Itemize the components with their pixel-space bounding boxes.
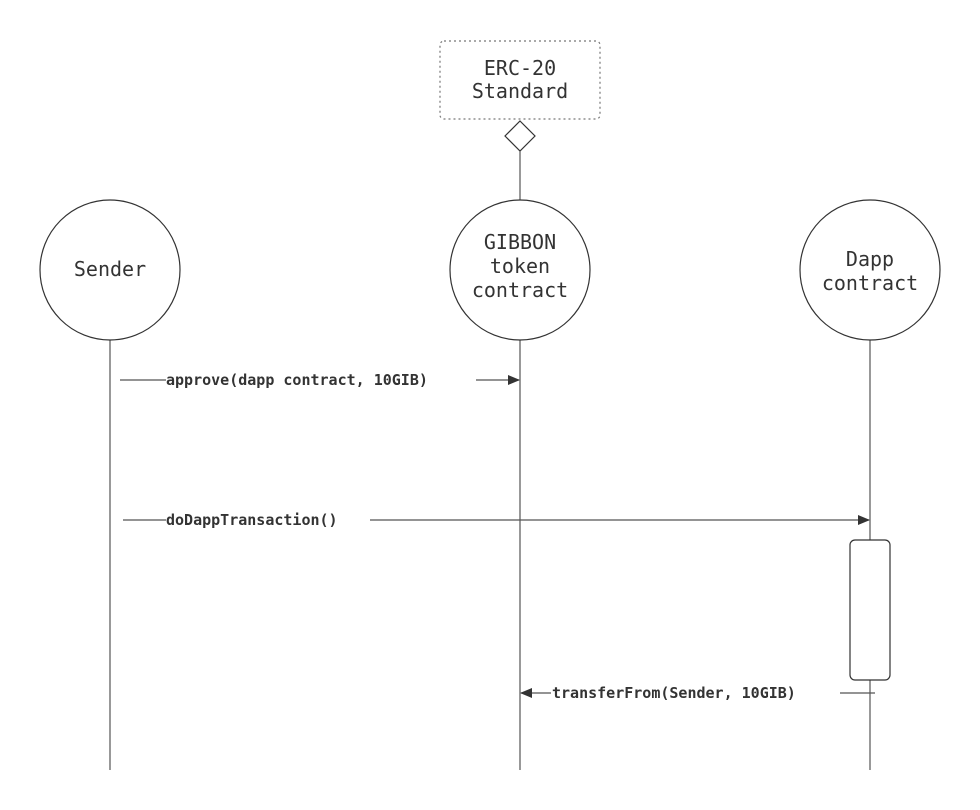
sender-label: Sender	[74, 257, 146, 281]
transfer-from-label: transferFrom(Sender, 10GIB)	[552, 684, 796, 702]
realization-connector	[504, 120, 536, 200]
erc20-standard-box: ERC-20 Standard	[439, 40, 601, 120]
dapp-label-line2: contract	[822, 271, 918, 295]
dapp-contract-actor: Dapp contract	[799, 199, 941, 341]
dapp-label-line1: Dapp	[846, 247, 894, 271]
do-dapp-transaction-message: doDappTransaction()	[123, 511, 870, 529]
dapp-activation-bar	[849, 539, 891, 681]
transfer-from-message: transferFrom(Sender, 10GIB)	[520, 684, 875, 702]
token-label-line1: GIBBON	[484, 230, 556, 254]
approve-message: approve(dapp contract, 10GIB)	[120, 371, 520, 389]
erc20-standard-line1: ERC-20	[484, 56, 556, 80]
token-contract-actor: GIBBON token contract	[449, 199, 591, 341]
do-dapp-transaction-label: doDappTransaction()	[166, 511, 338, 529]
erc20-standard-line2: Standard	[472, 79, 568, 103]
sender-actor: Sender	[39, 199, 181, 341]
token-label-line2: token	[490, 254, 550, 278]
approve-label: approve(dapp contract, 10GIB)	[166, 371, 428, 389]
token-label-line3: contract	[472, 278, 568, 302]
